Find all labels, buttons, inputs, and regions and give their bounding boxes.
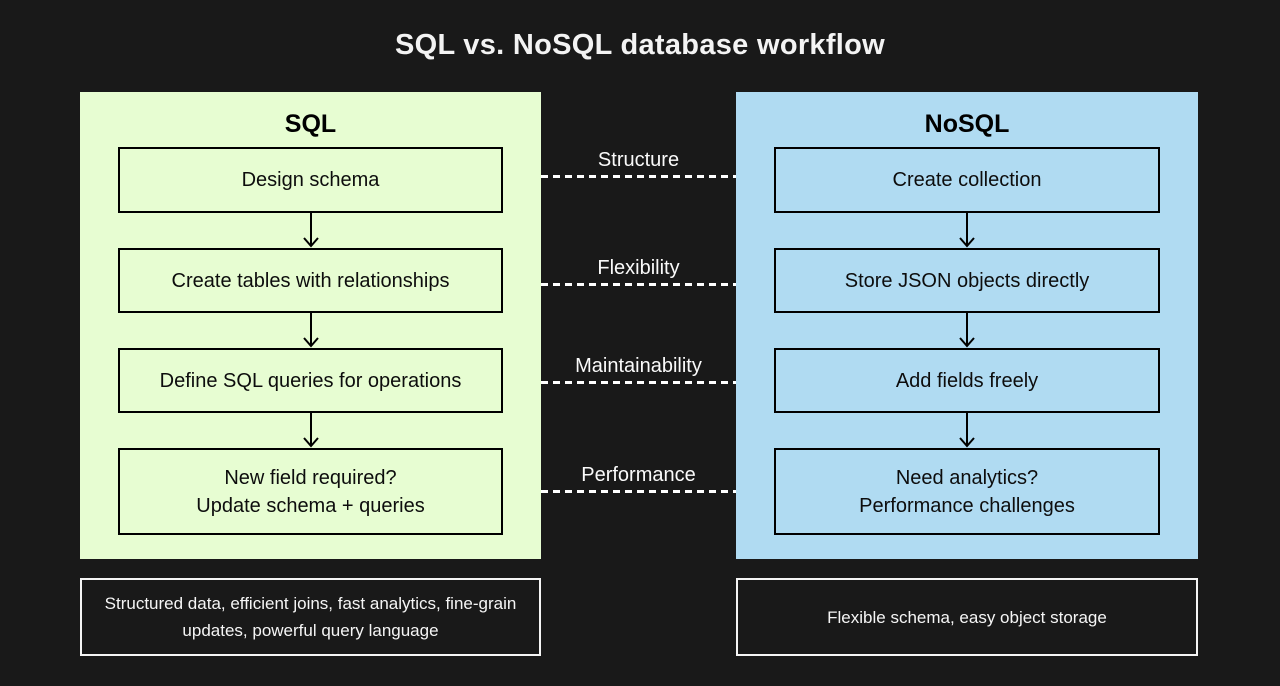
step-label: New field required? Update schema + quer… [196,466,425,517]
comparison-row-maintainability: Maintainability [541,354,736,384]
step-label: Define SQL queries for operations [159,369,462,392]
sql-summary-box: Structured data, efficient joins, fast a… [80,578,541,656]
comparison-label: Performance [581,464,696,486]
arrow-down-icon [302,213,320,248]
dotted-connector-line [541,490,736,493]
sql-step-create-tables: Create tables with relationships [118,248,503,313]
sql-panel: SQL Design schema Create tables with rel… [80,92,541,559]
nosql-step-store-json: Store JSON objects directly [774,248,1160,313]
dotted-connector-line [541,283,736,286]
arrow-down-icon [958,213,976,248]
nosql-step-create-collection: Create collection [774,147,1160,213]
comparison-row-flexibility: Flexibility [541,256,736,286]
nosql-step-add-fields: Add fields freely [774,348,1160,413]
nosql-panel-heading: NoSQL [924,110,1010,138]
arrow-down-icon [302,313,320,348]
sql-step-define-queries: Define SQL queries for operations [118,348,503,413]
comparison-row-structure: Structure [541,148,736,178]
diagram-title: SQL vs. NoSQL database workflow [394,29,886,61]
nosql-step-need-analytics: Need analytics? Performance challenges [774,448,1160,535]
step-label: Add fields freely [895,369,1039,392]
comparison-row-performance: Performance [541,463,736,493]
comparison-label: Structure [597,149,680,171]
step-label: Design schema [241,169,380,191]
step-label: Create tables with relationships [171,269,450,292]
step-label: Store JSON objects directly [844,269,1090,292]
sql-step-design-schema: Design schema [118,147,503,213]
nosql-summary-text: Flexible schema, easy object storage [827,607,1107,627]
sql-step-new-field: New field required? Update schema + quer… [118,448,503,535]
comparison-label: Flexibility [597,257,680,279]
arrow-down-icon [958,313,976,348]
sql-panel-heading: SQL [284,110,337,138]
comparison-label: Maintainability [575,355,702,377]
step-label: Need analytics? Performance challenges [859,466,1075,517]
sql-summary-text: Structured data, efficient joins, fast a… [104,594,517,640]
arrow-down-icon [302,413,320,448]
step-label: Create collection [892,169,1042,191]
arrow-down-icon [958,413,976,448]
nosql-summary-box: Flexible schema, easy object storage [736,578,1198,656]
nosql-panel: NoSQL Create collection Store JSON objec… [736,92,1198,559]
dotted-connector-line [541,175,736,178]
dotted-connector-line [541,381,736,384]
